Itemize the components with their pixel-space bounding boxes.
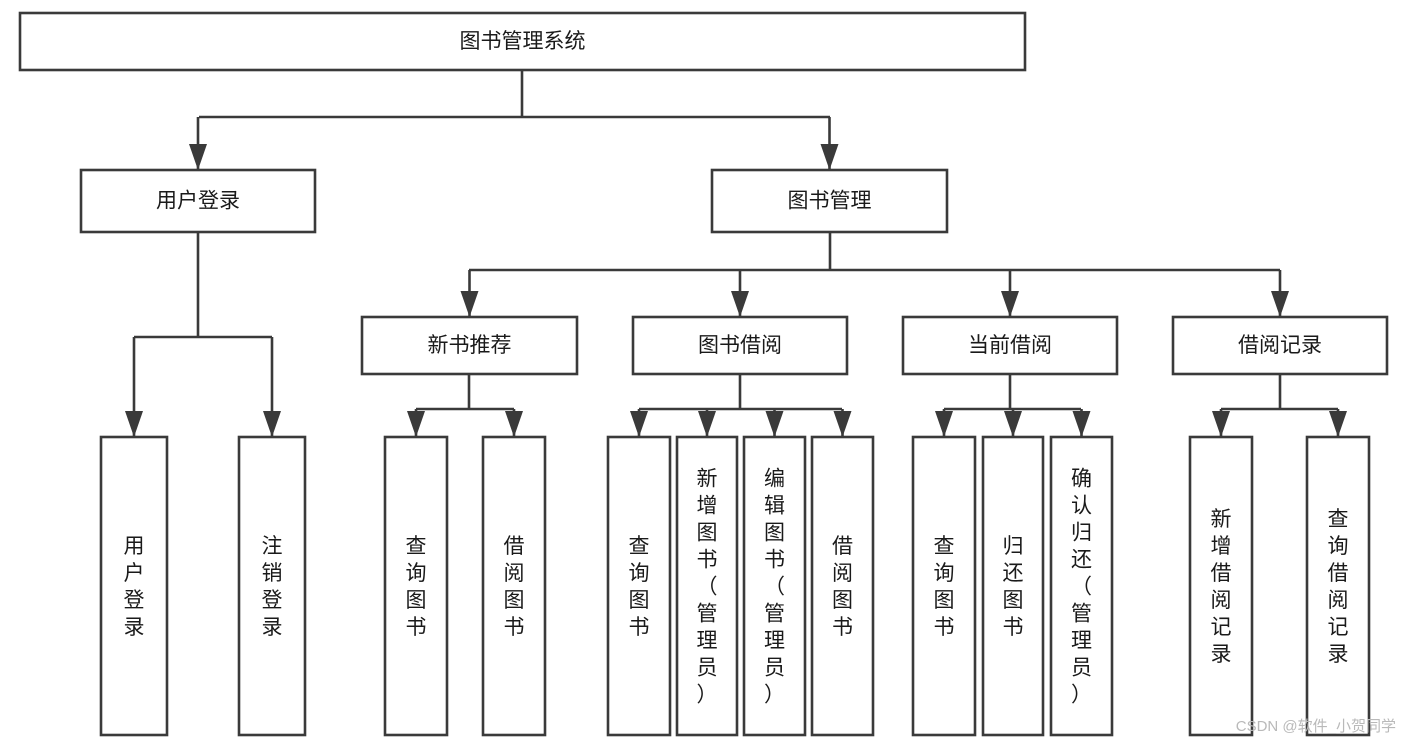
node-box (1188, 435, 1254, 737)
node-leaf-用户登录-0[interactable]: 用户登录 (99, 435, 169, 737)
node-leaf-借阅图书-3[interactable]: 借阅图书 (481, 435, 547, 737)
node-label: 图书管理 (788, 190, 872, 213)
node-level2-图书管理-1[interactable]: 图书管理 (710, 168, 949, 234)
node-box (606, 435, 672, 737)
arrow-head-icon (820, 144, 839, 170)
node-leaf-确认归还管理员-10[interactable]: 确认归还（管理员） (1049, 435, 1114, 737)
arrow-head-icon (1212, 411, 1230, 437)
arrow-head-icon (1072, 411, 1091, 437)
node-box (810, 435, 875, 737)
node-level2-用户登录-0[interactable]: 用户登录 (79, 168, 317, 234)
node-box (631, 315, 849, 376)
node-level3-借阅记录-3[interactable]: 借阅记录 (1171, 315, 1389, 376)
arrow-head-icon (1271, 291, 1289, 317)
node-leaf-新增图书管理员-5[interactable]: 新增图书（管理员） (675, 435, 739, 737)
node-leaf-查询图书-4[interactable]: 查询图书 (606, 435, 672, 737)
node-label: 用户登录 (156, 190, 240, 213)
node-label: 当前借阅 (968, 334, 1052, 357)
node-label: 查询图书 (406, 535, 427, 639)
node-leaf-归还图书-9[interactable]: 归还图书 (981, 435, 1045, 737)
arrow-head-icon (1004, 411, 1022, 437)
connector-layer (125, 70, 1347, 437)
node-box (18, 11, 1027, 72)
arrow-head-icon (1329, 411, 1347, 437)
arrow-head-icon (505, 411, 523, 437)
watermark-label: CSDN @软件_小贺同学 (1236, 718, 1396, 735)
node-box (675, 435, 739, 737)
node-leaf-新增借阅记录-11[interactable]: 新增借阅记录 (1188, 435, 1254, 737)
arrow-head-icon (407, 411, 425, 437)
node-box (79, 168, 317, 234)
arrow-head-icon (630, 411, 648, 437)
node-box (901, 315, 1119, 376)
node-box (742, 435, 807, 737)
node-level3-当前借阅-2[interactable]: 当前借阅 (901, 315, 1119, 376)
node-box (383, 435, 449, 737)
arrow-head-icon (731, 291, 749, 317)
node-label: 归还图书 (1003, 535, 1024, 639)
node-label: 图书管理系统 (460, 30, 586, 53)
node-label: 查询图书 (934, 535, 955, 639)
node-box (981, 435, 1045, 737)
arrow-head-icon (263, 411, 281, 437)
arrow-head-icon (189, 144, 207, 170)
node-label: 借阅图书 (504, 535, 525, 639)
node-box (99, 435, 169, 737)
node-box (237, 435, 307, 737)
node-level3-新书推荐-0[interactable]: 新书推荐 (360, 315, 579, 376)
node-root-图书管理系统-0[interactable]: 图书管理系统 (18, 11, 1027, 72)
node-leaf-查询图书-2[interactable]: 查询图书 (383, 435, 449, 737)
node-leaf-查询借阅记录-12[interactable]: 查询借阅记录 (1305, 435, 1371, 737)
arrow-head-icon (765, 411, 784, 437)
node-label: 新增借阅记录 (1211, 508, 1232, 666)
node-label: 图书借阅 (698, 334, 782, 357)
arrow-head-icon (125, 411, 143, 437)
arrow-head-icon (460, 291, 479, 317)
node-box (710, 168, 949, 234)
node-label: 注销登录 (262, 535, 283, 639)
node-box (1171, 315, 1389, 376)
arrow-head-icon (935, 411, 953, 437)
node-level3-图书借阅-1[interactable]: 图书借阅 (631, 315, 849, 376)
node-label: 借阅记录 (1238, 334, 1322, 357)
node-box (1305, 435, 1371, 737)
node-label: 新增图书（管理员） (697, 468, 718, 707)
node-label: 新书推荐 (428, 334, 512, 357)
node-label: 借阅图书 (832, 535, 853, 639)
node-box (360, 315, 579, 376)
node-layer: 图书管理系统用户登录图书管理新书推荐图书借阅当前借阅借阅记录用户登录注销登录查询… (18, 11, 1389, 737)
node-label: 查询借阅记录 (1328, 508, 1349, 666)
node-leaf-注销登录-1[interactable]: 注销登录 (237, 435, 307, 737)
node-label: 编辑图书（管理员） (764, 468, 785, 707)
arrow-head-icon (833, 411, 852, 437)
node-label: 确认归还（管理员） (1071, 468, 1092, 707)
node-leaf-查询图书-8[interactable]: 查询图书 (911, 435, 977, 737)
node-box (911, 435, 977, 737)
node-leaf-借阅图书-7[interactable]: 借阅图书 (810, 435, 875, 737)
node-leaf-编辑图书管理员-6[interactable]: 编辑图书（管理员） (742, 435, 807, 737)
arrow-head-icon (698, 411, 716, 437)
node-label: 查询图书 (629, 535, 650, 639)
arrow-head-icon (1001, 291, 1019, 317)
node-label: 用户登录 (124, 535, 145, 639)
node-box (1049, 435, 1114, 737)
node-box (481, 435, 547, 737)
